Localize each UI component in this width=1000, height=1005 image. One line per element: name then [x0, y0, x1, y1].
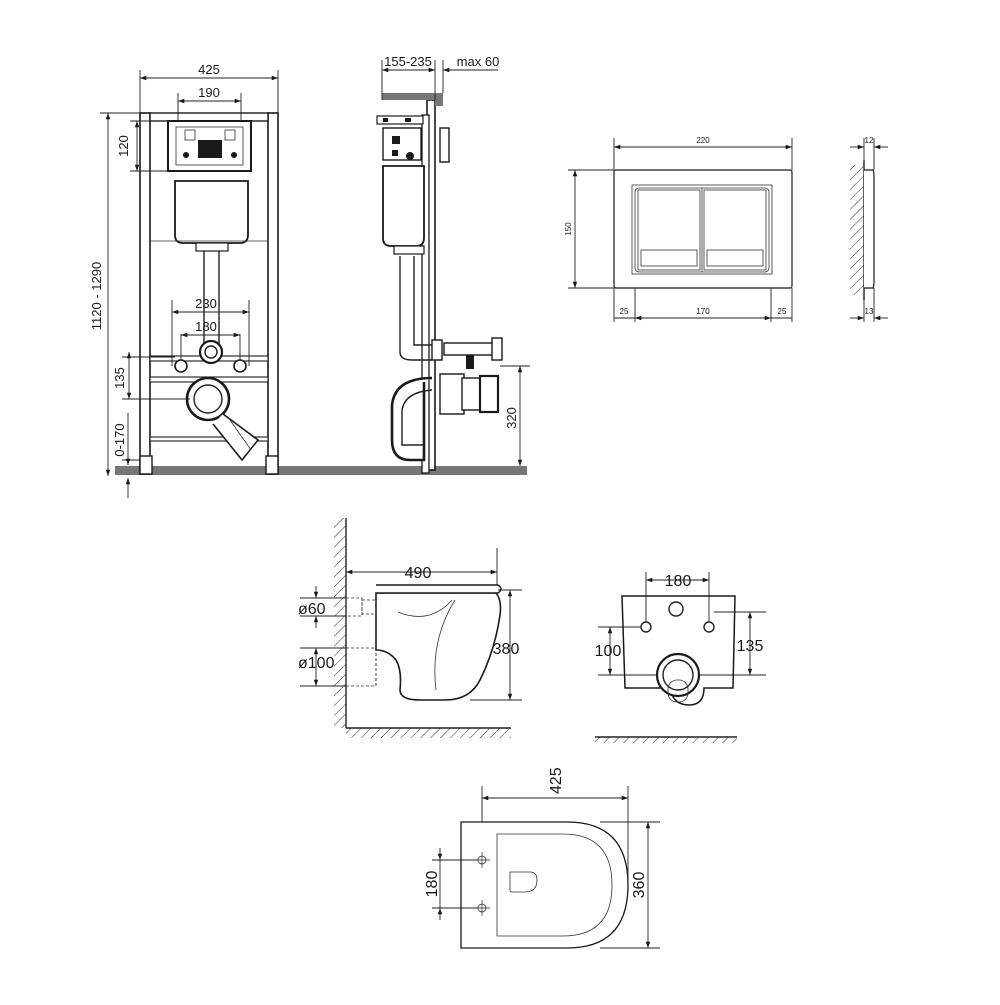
side-wall-top	[382, 93, 443, 106]
side-frame-upright	[421, 114, 430, 474]
flush-plate-front-view: 220 150 25 170 25	[564, 136, 793, 322]
flush-mechanism-inner	[175, 126, 244, 166]
cistern-outlet	[195, 242, 229, 252]
frame-top-rail	[149, 112, 269, 122]
dim-top-stud-spacing-text: 180	[424, 871, 441, 898]
stud-right	[233, 359, 247, 373]
dim-side-plate-top-text: 12	[865, 136, 874, 145]
inlet-connector	[198, 339, 224, 365]
flush-button-left	[637, 189, 701, 271]
cistern	[174, 180, 249, 244]
dim-plate-margin-right-text: 25	[778, 307, 787, 316]
dim-back-stud-height-text: 135	[737, 638, 764, 655]
frame-right-upright	[267, 112, 279, 475]
dim-leg-adjust-text: 0-170	[112, 423, 127, 456]
dim-width-text: 425	[198, 62, 220, 77]
flush-plate-outline	[613, 169, 793, 289]
drain-elbow	[212, 413, 260, 462]
foot-left	[139, 455, 153, 475]
dim-depth-text: 155-235	[384, 54, 432, 69]
bowl-body-profile	[375, 592, 502, 701]
dim-inlet-diameter-text: ø60	[298, 601, 326, 618]
flush-valve	[198, 140, 222, 158]
bowl-top-drain	[509, 871, 538, 893]
mounting-rail-lower	[149, 436, 269, 442]
side-plate-profile	[864, 169, 875, 289]
dim-bowl-height-text: 380	[493, 641, 520, 658]
flush-plate-inner-frame	[631, 184, 773, 275]
stud-left	[174, 359, 188, 373]
side-inlet-connector	[443, 342, 495, 356]
dim-plate-front-height-text: 150	[564, 222, 573, 236]
dim-plate-inner-width-text: 170	[696, 307, 710, 316]
bowl-back-inlet	[668, 601, 684, 617]
dim-stud-inner-text: 180	[195, 319, 217, 334]
side-drain-outlet	[478, 374, 500, 414]
side-flush-plate	[439, 127, 450, 163]
bowl-side-floor-hatch	[346, 728, 511, 738]
dim-total-height-text: 1120 - 1290	[89, 262, 104, 330]
dim-plate-width-text: 190	[198, 85, 220, 100]
dim-plate-margin-left-text: 25	[620, 307, 629, 316]
dim-back-inlet-height-text: 100	[595, 643, 622, 660]
bowl-top-rim	[496, 833, 613, 937]
side-cistern	[382, 165, 425, 247]
floor-line	[115, 466, 527, 475]
side-plate-wall-hatch	[850, 165, 864, 295]
dim-plate-height-text: 120	[116, 135, 131, 157]
flush-plate-side-view: 12 13	[850, 136, 888, 322]
frame-side-view: 155-235 max 60 320	[376, 54, 530, 474]
bowl-seat-edge	[376, 584, 502, 594]
dim-side-plate-bottom-text: 13	[865, 307, 874, 316]
dim-plate-front-width-text: 220	[696, 136, 710, 145]
bowl-top-view: 425 180 360	[424, 767, 660, 949]
dim-stud-height-text: 135	[112, 367, 127, 389]
bowl-top-outline	[460, 821, 629, 949]
dim-top-length-text: 360	[631, 872, 648, 899]
bowl-side-view: 490 ø60 ø100 380	[298, 518, 522, 738]
dim-bowl-length-text: 490	[405, 565, 432, 582]
flush-button-right	[703, 189, 767, 271]
frame-left-upright	[139, 112, 151, 475]
dim-outlet-height-text: 320	[504, 407, 519, 429]
dim-stud-outer-text: 230	[195, 296, 217, 311]
dim-back-stud-spacing-text: 180	[665, 573, 692, 590]
dim-top-width-text: 425	[548, 767, 565, 794]
bowl-side-wall-hatch	[334, 518, 346, 728]
bowl-back-floor-hatch	[595, 737, 737, 743]
dim-wall-max-text: max 60	[457, 54, 500, 69]
foot-right	[265, 455, 279, 475]
frame-front-view: 425 190 120 1120 - 1290 230 180 135 0-17…	[89, 62, 527, 498]
dim-outlet-diameter-text: ø100	[298, 655, 335, 672]
bowl-back-view: 180 100 135	[595, 572, 766, 743]
